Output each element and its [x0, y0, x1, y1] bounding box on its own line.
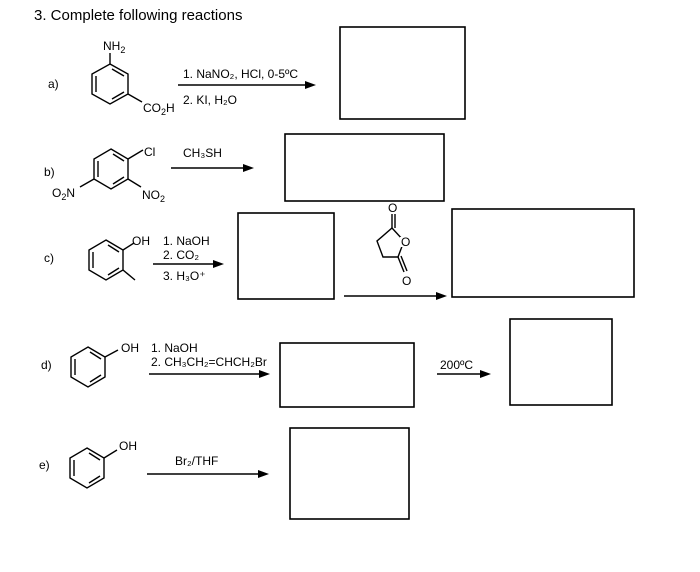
part-c-carbonyl-oxygen-bottom: O: [402, 274, 411, 288]
part-c-arrow-2: [344, 292, 447, 300]
part-c-hydroxyl-group: OH: [132, 234, 150, 248]
part-e-label: e): [39, 458, 50, 472]
part-d-condition-1: 1. NaOH: [151, 341, 198, 355]
part-b-nitro-left: O2N: [52, 186, 75, 202]
part-c-carbonyl-oxygen-top: O: [388, 201, 397, 215]
part-d-arrow-1: [149, 370, 270, 378]
part-e-condition-1: Br₂/THF: [175, 454, 218, 468]
part-a-condition-2: 2. KI, H₂O: [183, 93, 237, 107]
part-d-condition-3: 200ºC: [440, 358, 473, 372]
part-c-benzene-ring: [88, 239, 136, 281]
part-d-label: d): [41, 358, 52, 372]
part-a-amine-group: NH2: [103, 39, 125, 55]
part-c-answer-box-2[interactable]: [451, 208, 635, 298]
part-a-carboxyl-group: CO2H: [143, 101, 175, 117]
part-e-hydroxyl-group: OH: [119, 439, 137, 453]
part-b-nitro-right: NO2: [142, 188, 165, 204]
part-c-ring-oxygen-bg: [400, 237, 410, 247]
part-a-arrow: [178, 81, 316, 89]
part-a-benzene-ring: [91, 53, 143, 105]
part-c-ring-oxygen: O: [401, 235, 410, 249]
part-b-answer-box[interactable]: [284, 133, 445, 202]
part-d-arrow-2: [437, 370, 491, 378]
part-e-benzene-ring: [69, 447, 118, 489]
part-d-answer-box-2[interactable]: [509, 318, 613, 406]
part-b-arrow: [171, 164, 254, 172]
part-c-condition-2: 2. CO₂: [163, 248, 199, 262]
part-e-arrow: [147, 470, 269, 478]
part-e-answer-box[interactable]: [289, 427, 410, 520]
part-c-arrow-1: [153, 260, 224, 268]
part-c-condition-3: 3. H₃O⁺: [163, 269, 206, 283]
part-b-condition-1: CH₃SH: [183, 146, 222, 160]
part-d-hydroxyl-group: OH: [121, 341, 139, 355]
part-d-answer-box-1[interactable]: [279, 342, 415, 408]
part-a-answer-box[interactable]: [339, 26, 466, 120]
part-c-answer-box-1[interactable]: [237, 212, 335, 300]
part-a-condition-1: 1. NaNO₂, HCl, 0-5ºC: [183, 67, 298, 81]
question-title: 3. Complete following reactions: [34, 7, 242, 24]
part-b-label: b): [44, 165, 55, 179]
part-d-condition-2: 2. CH₃CH₂=CHCH₂Br: [151, 355, 267, 369]
part-b-chloro-group: Cl: [144, 145, 155, 159]
part-a-label: a): [48, 77, 59, 91]
part-c-condition-1: 1. NaOH: [163, 234, 210, 248]
part-d-benzene-ring: [70, 346, 119, 388]
part-c-label: c): [44, 251, 54, 265]
part-b-benzene-ring: [79, 148, 144, 190]
